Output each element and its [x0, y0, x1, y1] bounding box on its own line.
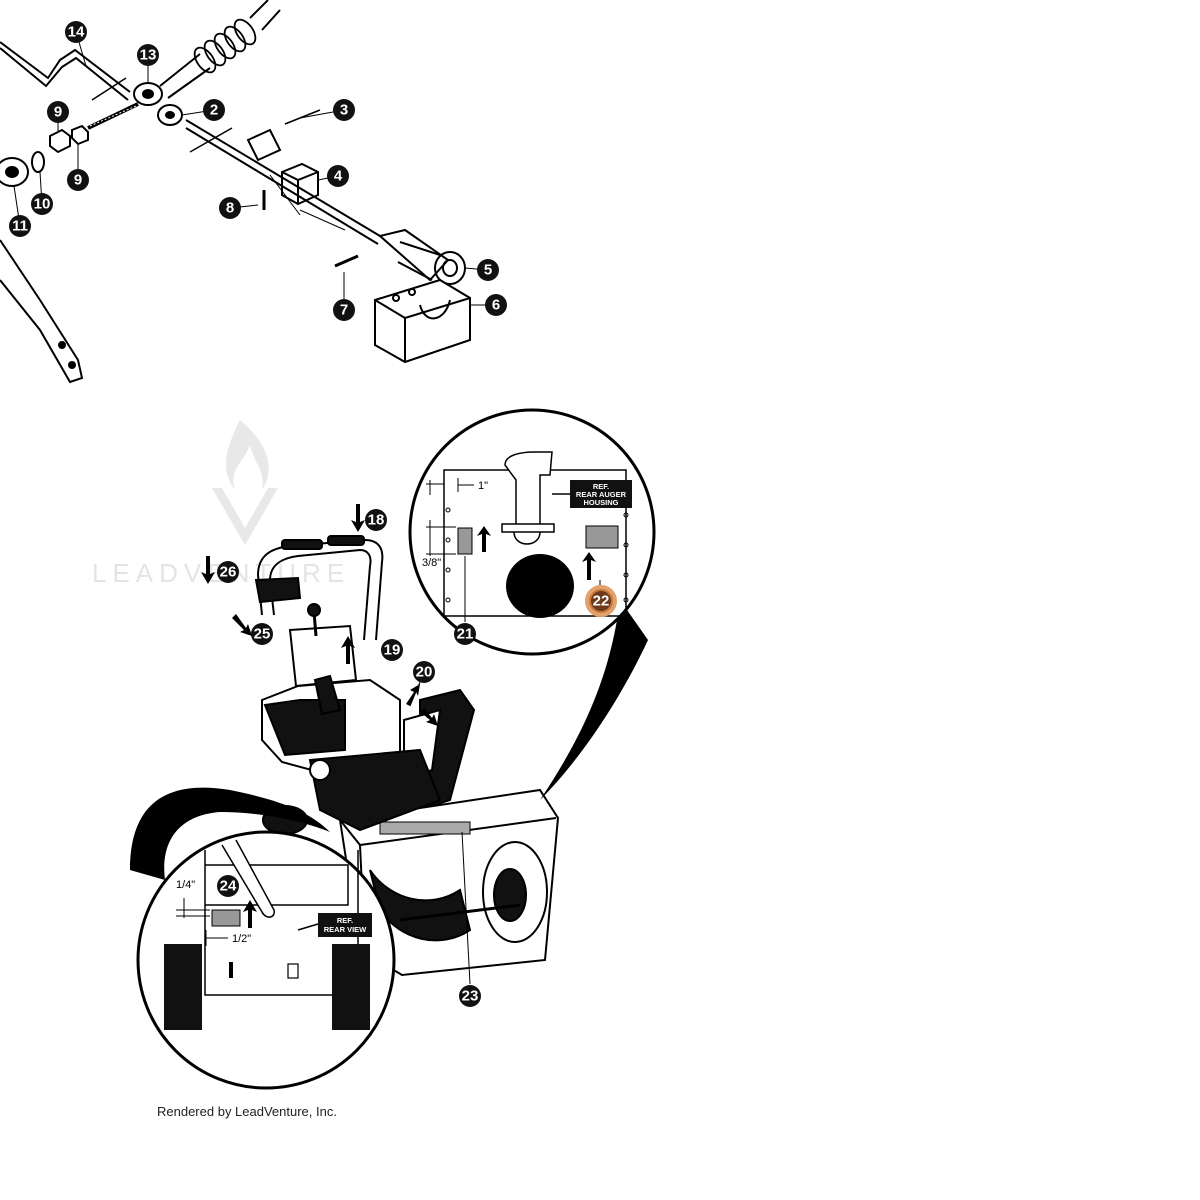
callout-19[interactable]: 19: [381, 639, 403, 661]
inset-rear-view: REF. REAR VIEW 1/4" 1/2": [136, 830, 396, 1090]
callout-4[interactable]: 4: [327, 165, 349, 187]
callout-11[interactable]: 11: [9, 215, 31, 237]
callout-10[interactable]: 10: [31, 193, 53, 215]
linkage-assembly: [0, 0, 471, 384]
callout-8[interactable]: 8: [219, 197, 241, 219]
callout-5-label: 5: [484, 262, 492, 279]
ref-rear-line2: REAR VIEW: [324, 925, 367, 934]
callout-10-label: 10: [34, 196, 51, 213]
dimension-one-half: 1/2": [232, 933, 251, 945]
callout-11-label: 11: [12, 218, 28, 235]
callout-20[interactable]: 20: [413, 661, 435, 683]
callout-22[interactable]: 22: [585, 585, 617, 617]
callout-24-label: 24: [220, 878, 237, 895]
callout-9-upper-label: 9: [54, 104, 62, 121]
callout-4-label: 4: [334, 168, 343, 185]
callout-9-lower-label: 9: [74, 172, 82, 189]
callout-26[interactable]: 26: [217, 561, 239, 583]
callout-3[interactable]: 3: [333, 99, 355, 121]
callout-6[interactable]: 6: [485, 294, 507, 316]
callout-13-label: 13: [140, 47, 157, 64]
callout-18[interactable]: 18: [365, 509, 387, 531]
zoom-connector-lower: [130, 787, 330, 880]
callout-6-label: 6: [492, 297, 500, 314]
ref-rear-line1: REF.: [337, 916, 353, 925]
callout-13[interactable]: 13: [137, 44, 159, 66]
callout-21[interactable]: 21: [454, 623, 476, 645]
ref-auger-line2: REAR AUGER: [576, 490, 627, 499]
callout-25[interactable]: 25: [251, 623, 273, 645]
callout-7-label: 7: [340, 302, 348, 319]
callout-7[interactable]: 7: [333, 299, 355, 321]
callout-24[interactable]: 24: [217, 875, 239, 897]
render-credit: Rendered by LeadVenture, Inc.: [157, 1104, 337, 1119]
callout-14-label: 14: [68, 24, 85, 41]
callout-2[interactable]: 2: [203, 99, 225, 121]
dimension-one-quarter: 1/4": [176, 879, 195, 891]
callout-8-label: 8: [226, 200, 234, 217]
callout-2-label: 2: [210, 102, 218, 119]
inset-rear-auger: REF. REAR AUGER HOUSING 1" 3/8": [408, 408, 656, 656]
callout-25-label: 25: [254, 626, 271, 643]
callout-14[interactable]: 14: [65, 21, 87, 43]
callout-21-label: 21: [457, 626, 474, 643]
callout-23-label: 23: [462, 988, 479, 1005]
ref-auger-line3: HOUSING: [583, 498, 618, 507]
callout-20-label: 20: [416, 664, 433, 681]
top-leader-lines: [13, 31, 496, 310]
callout-18-label: 18: [368, 512, 385, 529]
ref-auger-line1: REF.: [593, 482, 609, 491]
callout-22-label: 22: [593, 593, 610, 610]
callout-26-label: 26: [220, 564, 237, 581]
zoom-connector-upper: [540, 600, 648, 800]
dimension-three-eighths: 3/8": [422, 557, 441, 569]
callout-5[interactable]: 5: [477, 259, 499, 281]
dimension-one-inch: 1": [478, 480, 488, 492]
callout-23[interactable]: 23: [459, 985, 481, 1007]
snowblower-body: [254, 535, 560, 977]
callout-9-upper[interactable]: 9: [47, 101, 69, 123]
callout-9-lower[interactable]: 9: [67, 169, 89, 191]
direction-arrows: [201, 504, 438, 726]
callout-19-label: 19: [384, 642, 401, 659]
callout-3-label: 3: [340, 102, 348, 119]
